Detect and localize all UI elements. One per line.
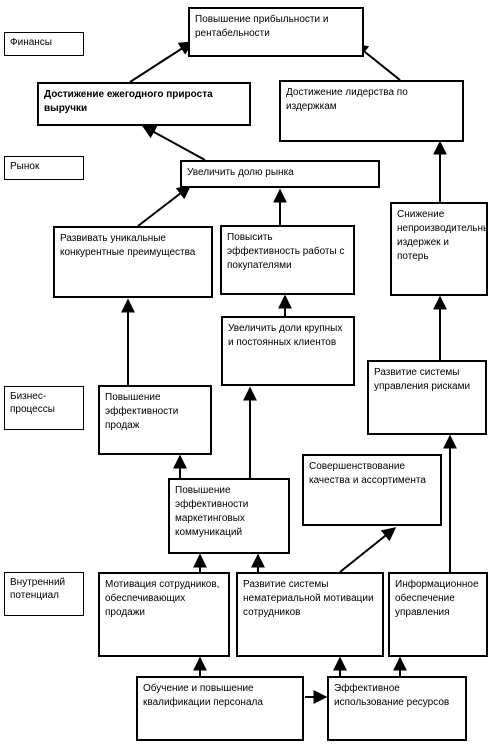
node-risk-management: Развитие системы управления рисками <box>367 360 487 435</box>
node-revenue: Достижение ежегодного прироста выручки <box>37 82 251 126</box>
arrow-revenue-to-profit <box>129 41 194 83</box>
node-training: Обучение и повышение квалификации персон… <box>136 676 304 741</box>
node-marketing: Повышение эффективности маркетинговых ко… <box>168 478 290 554</box>
arrow-nonmaterial-to-quality <box>339 527 397 573</box>
node-sales-efficiency: Повышение эффективности продаж <box>98 385 212 455</box>
node-resources: Эффективное использование ресурсов <box>327 676 467 741</box>
level-label-potential: Внутренний потенциал <box>4 572 84 616</box>
level-label-business: Бизнес-процессы <box>4 386 84 430</box>
level-label-market: Рынок <box>4 156 84 180</box>
node-info: Информационное обеспечение управления <box>388 572 488 657</box>
node-market-share: Увеличить долю рынка <box>180 160 380 188</box>
arrow-marketshare-to-revenue <box>141 125 206 161</box>
level-label-finance: Финансы <box>4 32 84 56</box>
node-motivation: Мотивация сотрудников, обеспечивающих пр… <box>98 572 230 657</box>
node-advantages: Развивать уникальные конкурентные преиму… <box>53 226 213 298</box>
node-key-clients: Увеличить доли крупных и постоянных клие… <box>221 316 355 386</box>
node-cost-leader: Достижение лидерства по издержкам <box>279 80 464 142</box>
node-customer-work: Повысить эффективность работы с покупате… <box>220 225 355 295</box>
node-reduce-losses: Снижение непроизводительных издержек и п… <box>390 202 488 296</box>
node-profit: Повышение прибыльности и рентабельности <box>188 7 364 57</box>
node-quality: Совершенствование качества и ассортимент… <box>302 454 442 526</box>
arrow-advantages-to-marketshare <box>137 185 192 227</box>
node-nonmaterial: Развитие системы нематериальной мотиваци… <box>236 572 384 657</box>
